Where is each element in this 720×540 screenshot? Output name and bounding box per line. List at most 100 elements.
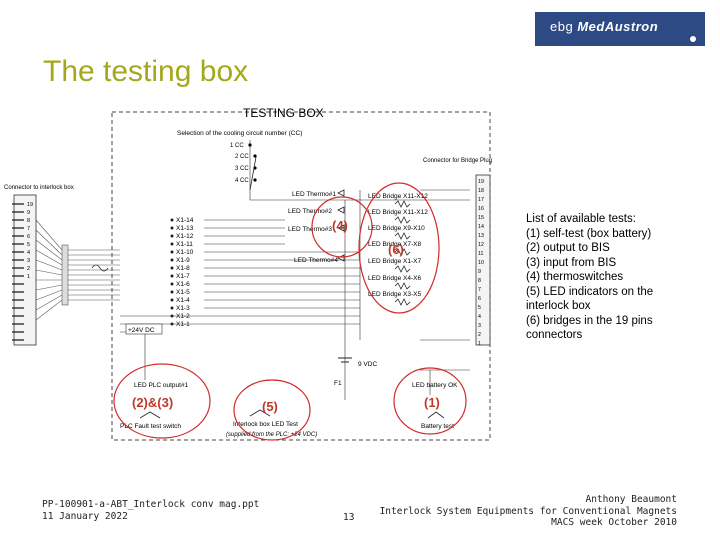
pin-label: 18 bbox=[478, 188, 484, 194]
marker-circle bbox=[393, 367, 467, 435]
test-item: (2) output to BIS bbox=[526, 242, 610, 254]
pin-label: 4 bbox=[478, 314, 481, 320]
pin-label: 8 bbox=[27, 218, 30, 224]
box-title: TESTING BOX bbox=[243, 106, 324, 120]
x-label: X1-9 bbox=[176, 257, 190, 264]
battery-icon bbox=[338, 357, 352, 363]
pin-label: 7 bbox=[478, 287, 481, 293]
interlock-connector-label: Connector to interlock box bbox=[4, 185, 74, 191]
footer-credits: Anthony Beaumont Interlock System Equipm… bbox=[380, 494, 677, 529]
pin-label: 19 bbox=[478, 179, 484, 185]
push-buttons bbox=[139, 409, 445, 419]
led-bridge-label: LED Bridge X1-X7 bbox=[368, 258, 421, 265]
pin-label: 17 bbox=[478, 197, 484, 203]
test-list-heading: List of available tests: bbox=[526, 213, 636, 225]
cc-selector-switch[interactable] bbox=[248, 143, 257, 191]
footer-author: Anthony Beaumont bbox=[585, 494, 677, 505]
led-thermo-label: LED Thermo#1 bbox=[292, 191, 336, 198]
x-label: X1-4 bbox=[176, 297, 190, 304]
pin-label: 3 bbox=[478, 323, 481, 329]
led-bridge-label: LED Bridge X9-X10 bbox=[368, 225, 425, 232]
cc-option[interactable]: 2 CC bbox=[235, 154, 249, 160]
led-thermo-label: LED Thermo#4 bbox=[294, 257, 338, 264]
cc-option[interactable]: 1 CC bbox=[230, 143, 244, 149]
bridge-resistors bbox=[394, 200, 411, 306]
pin-label: 2 bbox=[27, 266, 30, 272]
led-test-label[interactable]: Interlock box LED Test bbox=[233, 421, 298, 428]
led-thermo-label: LED Thermo#3 bbox=[288, 226, 332, 233]
pin-label: 4 bbox=[27, 250, 30, 256]
left-pin-labels: 19 9 8 7 6 5 4 3 2 1 bbox=[27, 202, 33, 280]
pin-label: 3 bbox=[27, 258, 30, 264]
battery-label: 9 VDC bbox=[358, 361, 377, 368]
logo-brand: MedAustron bbox=[577, 19, 659, 34]
pin-label: 9 bbox=[478, 269, 481, 275]
pin-label: 6 bbox=[27, 234, 30, 240]
pin-label: 1 bbox=[27, 274, 30, 280]
testing-box-diagram: TESTING BOX Selection of the cooling cir… bbox=[4, 106, 492, 441]
led-battery-label: LED battery OK bbox=[412, 382, 458, 389]
led-bridge-group: LED Bridge X11-X12 LED Bridge X11-X12 LE… bbox=[368, 193, 428, 298]
fuse-label: F1 bbox=[334, 380, 342, 387]
marker-label-2-3: (2)&(3) bbox=[132, 395, 173, 410]
footer-talk: Interlock System Equipments for Conventi… bbox=[379, 505, 677, 517]
led-thermo-label: LED Thermo#2 bbox=[288, 208, 332, 215]
marker-label-4: (4) bbox=[332, 218, 348, 233]
x-terminal-dots bbox=[170, 218, 174, 326]
pin-label: 16 bbox=[478, 206, 484, 212]
marker-label-6: (6) bbox=[388, 242, 404, 257]
right-pin-labels: 19 18 17 16 15 14 13 12 11 10 9 8 7 6 5 … bbox=[478, 179, 484, 347]
supply-box bbox=[125, 323, 163, 335]
led-bridge-label: LED Bridge X7-X8 bbox=[368, 241, 421, 248]
plc-switch-label[interactable]: PLC Fault test switch bbox=[120, 423, 181, 430]
test-list: List of available tests: (1) self-test (… bbox=[526, 212, 696, 343]
pin-label: 1 bbox=[478, 341, 481, 347]
page-title: The testing box bbox=[43, 55, 249, 88]
pin-label: 2 bbox=[478, 332, 481, 338]
pin-label: 10 bbox=[478, 260, 484, 266]
test-item: (3) input from BIS bbox=[526, 256, 617, 269]
marker-circle bbox=[233, 379, 311, 441]
pin-label: 7 bbox=[27, 226, 30, 232]
cable-bundle bbox=[35, 219, 120, 321]
test-item: (4) thermoswitches bbox=[526, 271, 624, 283]
signal-wires bbox=[120, 140, 470, 400]
logo: ebg MedAustron bbox=[550, 19, 658, 34]
test-item: (6) bridges in the 19 pins bbox=[526, 314, 653, 327]
test-item: connectors bbox=[526, 329, 583, 341]
marker-circle bbox=[311, 196, 373, 258]
led-bridge-label: LED Bridge X11-X12 bbox=[368, 209, 428, 216]
footer-event: MACS week October 2010 bbox=[551, 517, 677, 528]
marker-circle bbox=[113, 363, 211, 439]
logo-dot-icon bbox=[690, 36, 696, 42]
right-connector bbox=[475, 174, 491, 346]
x-label: X1-6 bbox=[176, 281, 190, 288]
pin-label: 12 bbox=[478, 242, 484, 248]
selection-label: Selection of the cooling circuit number … bbox=[177, 130, 302, 137]
x-label: X1-12 bbox=[176, 233, 194, 240]
x-label: X1-13 bbox=[176, 225, 194, 232]
cc-option[interactable]: 3 CC bbox=[235, 166, 249, 172]
cc-option[interactable]: 4 CC bbox=[235, 178, 249, 184]
footer-file-info: PP-100901-a-ABT_Interlock conv mag.ppt 1… bbox=[42, 499, 259, 522]
logo-prefix: ebg bbox=[550, 19, 578, 34]
led-bridge-label: LED Bridge X3-X5 bbox=[368, 291, 421, 298]
test-item: interlock box bbox=[526, 300, 591, 312]
pin-label: 6 bbox=[478, 296, 481, 302]
left-pin-stubs bbox=[12, 203, 24, 341]
battery-test-label[interactable]: Battery test bbox=[421, 423, 454, 430]
cc-options: 1 CC 2 CC 3 CC 4 CC bbox=[230, 143, 249, 184]
pin-label: 5 bbox=[478, 305, 481, 311]
marker-label-5: (5) bbox=[262, 399, 278, 414]
left-connector bbox=[13, 194, 37, 346]
x-label: X1-5 bbox=[176, 289, 190, 296]
marker-labels: (4) (6) (2)&(3) (5) (1) bbox=[132, 218, 440, 414]
x-label: X1-1 bbox=[176, 321, 190, 328]
x-label: X1-11 bbox=[176, 241, 193, 248]
footer-date: 11 January 2022 bbox=[42, 510, 128, 522]
pin-label: 8 bbox=[478, 278, 481, 284]
x-label: X1-7 bbox=[176, 273, 190, 280]
cable-clamp bbox=[61, 244, 69, 306]
bridge-connector-label: Connector for Bridge Plug bbox=[423, 158, 492, 164]
logo-banner bbox=[535, 12, 705, 46]
